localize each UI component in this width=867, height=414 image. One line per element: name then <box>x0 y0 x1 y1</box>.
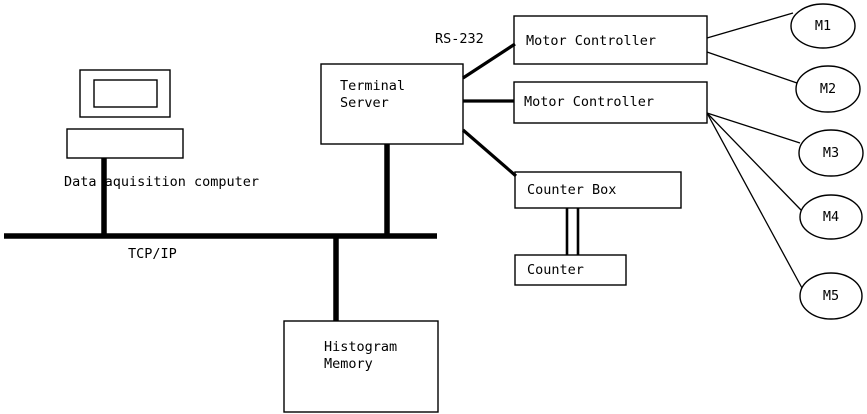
rs232-connection-label: RS-232 <box>435 31 484 47</box>
motor-ellipse-m1 <box>790 3 856 49</box>
motor-controller-1-outline <box>513 15 708 65</box>
motor-ellipse-m5 <box>799 272 863 320</box>
motor-label-m3: M3 <box>822 145 840 161</box>
tcpip-connection-label: TCP/IP <box>128 246 177 262</box>
counter-outline <box>514 254 627 286</box>
histogram-memory-outline <box>283 320 439 413</box>
counter-box-label: Counter Box <box>527 182 617 198</box>
motor-ellipse-m2 <box>795 65 861 113</box>
counter-label: Counter <box>527 262 584 278</box>
motor-label-m1: M1 <box>814 18 832 34</box>
counter-box-outline <box>514 171 682 209</box>
link-mc1-to-m2 <box>706 51 798 84</box>
histogram-memory-label-line2: Memory <box>324 356 373 372</box>
link-terminal-server-to-counter-box <box>461 128 518 178</box>
link-mc2-to-m4 <box>706 112 802 211</box>
link-mc1-to-m1 <box>706 12 794 39</box>
link-mc2-to-m5 <box>706 112 803 289</box>
computer-base-outline <box>66 128 184 159</box>
link-mc2-to-m3 <box>706 112 801 144</box>
motor-controller-2-label: Motor Controller <box>524 94 655 110</box>
histogram-memory-label-line1: Histogram <box>324 339 398 355</box>
motor-ellipse-m3 <box>798 129 864 177</box>
link-terminal-server-to-motor-controller-1 <box>462 42 516 80</box>
terminal-server-label-line1: Terminal <box>340 78 406 94</box>
motor-label-m2: M2 <box>819 81 837 97</box>
terminal-server-outline <box>320 63 464 145</box>
motor-label-m4: M4 <box>822 209 840 225</box>
motor-ellipse-m4 <box>799 194 863 240</box>
motor-controller-1-label: Motor Controller <box>526 33 657 49</box>
data-acquisition-computer-label: Data aquisition computer <box>64 174 260 190</box>
motor-label-m5: M5 <box>822 288 840 304</box>
terminal-server-label-line2: Server <box>340 95 389 111</box>
monitor-screen-outline <box>93 79 158 108</box>
